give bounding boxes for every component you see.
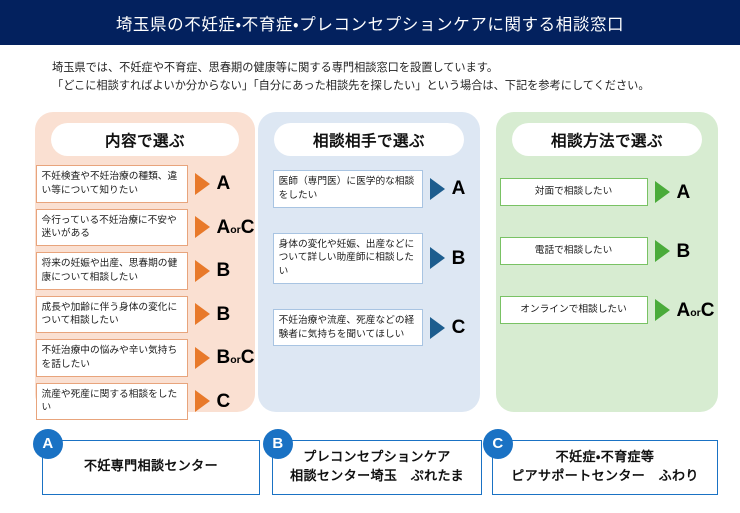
result-line-2: 相談センター埼玉 ぷれたま: [290, 468, 464, 484]
route-label: AorC: [216, 216, 255, 238]
item-text: 成長や加齢に伴う身体の変化について相談したい: [35, 295, 188, 334]
intro-line-1: 埼玉県では、不妊症や不育症、思春期の健康等に関する専門相談窓口を設置しています。: [52, 61, 499, 74]
item-list-method: 対面で相談したい A 電話で相談したい B オンラインで相談したい AorC: [499, 178, 715, 324]
item-text: 不妊治療中の悩みや辛い気持ちを話したい: [35, 339, 188, 377]
list-item[interactable]: 身体の変化や妊娠、出産などについて詳しい助産師に相談したい B: [272, 232, 466, 284]
list-item[interactable]: 流産や死産に関する相談をしたい C: [35, 382, 255, 421]
route-label: A: [216, 173, 231, 195]
panel-heading-content: 内容で選ぶ: [51, 123, 239, 156]
arrow-right-icon: [194, 390, 210, 413]
list-item[interactable]: 将来の妊娠や出産、思春期の健康について相談したい B: [35, 252, 255, 290]
item-text: 電話で相談したい: [499, 237, 648, 265]
list-item[interactable]: 成長や加齢に伴う身体の変化について相談したい B: [35, 295, 255, 334]
arrow-right-icon: [429, 247, 445, 270]
route-label: A: [676, 181, 691, 203]
arrow-right-icon: [194, 259, 210, 282]
arrow-right-icon: [429, 316, 445, 339]
route-label: B: [216, 260, 231, 282]
item-list-partner: 医師（専門医）に医学的な相談をしたい A 身体の変化や妊娠、出産などについて詳し…: [272, 170, 466, 347]
route-label: BorC: [216, 347, 255, 369]
arrow-right-icon: [654, 299, 670, 321]
result-centers: A 不妊専門相談センター B プレコンセプションケア 相談センター埼玉 ぷれたま…: [0, 428, 740, 513]
arrow-right-icon: [194, 346, 210, 369]
intro-line-2: 「どこに相談すればよいか分からない」「自分にあった相談先を探したい」という場合は…: [52, 79, 650, 93]
result-line-1: プレコンセプションケア: [303, 449, 451, 465]
item-text: 対面で相談したい: [499, 178, 648, 206]
arrow-right-icon: [194, 303, 210, 326]
item-text: 今行っている不妊治療に不安や迷いがある: [35, 208, 188, 247]
route-label: AorC: [676, 299, 715, 321]
item-text: 不妊治療や流産、死産などの経験者に気持ちを聞いてほしい: [272, 308, 423, 347]
page-title: 埼玉県の不妊症・不育症・プレコンセプションケアに関する相談窓口: [115, 14, 625, 34]
list-item[interactable]: 電話で相談したい B: [499, 237, 715, 265]
list-item[interactable]: 不妊治療や流産、死産などの経験者に気持ちを聞いてほしい C: [272, 308, 466, 347]
result-center-a-name: 不妊専門相談センター: [84, 458, 218, 477]
route-label: B: [216, 303, 231, 325]
panel-heading-partner: 相談相手で選ぶ: [274, 123, 464, 156]
list-item[interactable]: 対面で相談したい A: [499, 178, 715, 206]
list-item[interactable]: オンラインで相談したい AorC: [499, 296, 715, 324]
list-item[interactable]: 不妊治療中の悩みや辛い気持ちを話したい BorC: [35, 339, 255, 377]
arrow-right-icon: [654, 240, 670, 262]
list-item[interactable]: 不妊検査や不妊治療の種類、違い等について知りたい A: [35, 165, 255, 203]
result-line-2: ピアサポートセンター ふわり: [511, 468, 699, 484]
result-center-c[interactable]: C 不妊症・不育症等 ピアサポートセンター ふわり: [483, 429, 718, 495]
result-line-1: 不妊症・不育症等: [555, 449, 655, 465]
panel-select-by-method: 相談方法で選ぶ 対面で相談したい A 電話で相談したい B オンラインで相談した…: [496, 112, 718, 412]
item-text: 流産や死産に関する相談をしたい: [35, 382, 188, 421]
list-item[interactable]: 今行っている不妊治療に不安や迷いがある AorC: [35, 208, 255, 247]
panel-select-by-partner: 相談相手で選ぶ 医師（専門医）に医学的な相談をしたい A 身体の変化や妊娠、出産…: [258, 112, 480, 412]
result-center-b-name: プレコンセプションケア 相談センター埼玉 ぷれたま: [290, 449, 464, 487]
badge-c: C: [483, 429, 513, 459]
item-text: 医師（専門医）に医学的な相談をしたい: [272, 170, 423, 208]
item-text: 身体の変化や妊娠、出産などについて詳しい助産師に相談したい: [272, 232, 423, 284]
panel-select-by-content: 内容で選ぶ 不妊検査や不妊治療の種類、違い等について知りたい A 今行っている不…: [35, 112, 255, 421]
arrow-right-icon: [194, 172, 210, 195]
item-text: 将来の妊娠や出産、思春期の健康について相談したい: [35, 252, 188, 290]
item-text: 不妊検査や不妊治療の種類、違い等について知りたい: [35, 165, 188, 203]
panel-heading-method: 相談方法で選ぶ: [512, 123, 702, 156]
item-text: オンラインで相談したい: [499, 296, 648, 324]
route-label: C: [451, 317, 466, 339]
badge-a: A: [33, 429, 63, 459]
result-center-b[interactable]: B プレコンセプションケア 相談センター埼玉 ぷれたま: [263, 429, 482, 495]
selection-columns: 内容で選ぶ 不妊検査や不妊治療の種類、違い等について知りたい A 今行っている不…: [0, 112, 740, 421]
intro-paragraph: 埼玉県では、不妊症や不育症、思春期の健康等に関する専門相談窓口を設置しています。…: [52, 59, 740, 95]
item-list-content: 不妊検査や不妊治療の種類、違い等について知りたい A 今行っている不妊治療に不安…: [35, 165, 255, 421]
list-item[interactable]: 医師（専門医）に医学的な相談をしたい A: [272, 170, 466, 208]
result-line-1: 不妊専門相談センター: [83, 459, 218, 475]
arrow-right-icon: [654, 181, 670, 203]
result-center-c-name: 不妊症・不育症等 ピアサポートセンター ふわり: [511, 449, 699, 487]
arrow-right-icon: [194, 216, 210, 239]
arrow-right-icon: [429, 177, 445, 200]
route-label: B: [451, 247, 466, 269]
result-center-a[interactable]: A 不妊専門相談センター: [33, 429, 260, 495]
route-label: C: [216, 390, 231, 412]
badge-b: B: [263, 429, 293, 459]
route-label: A: [451, 178, 466, 200]
page-header: 埼玉県の不妊症・不育症・プレコンセプションケアに関する相談窓口: [0, 0, 740, 45]
route-label: B: [676, 240, 691, 262]
